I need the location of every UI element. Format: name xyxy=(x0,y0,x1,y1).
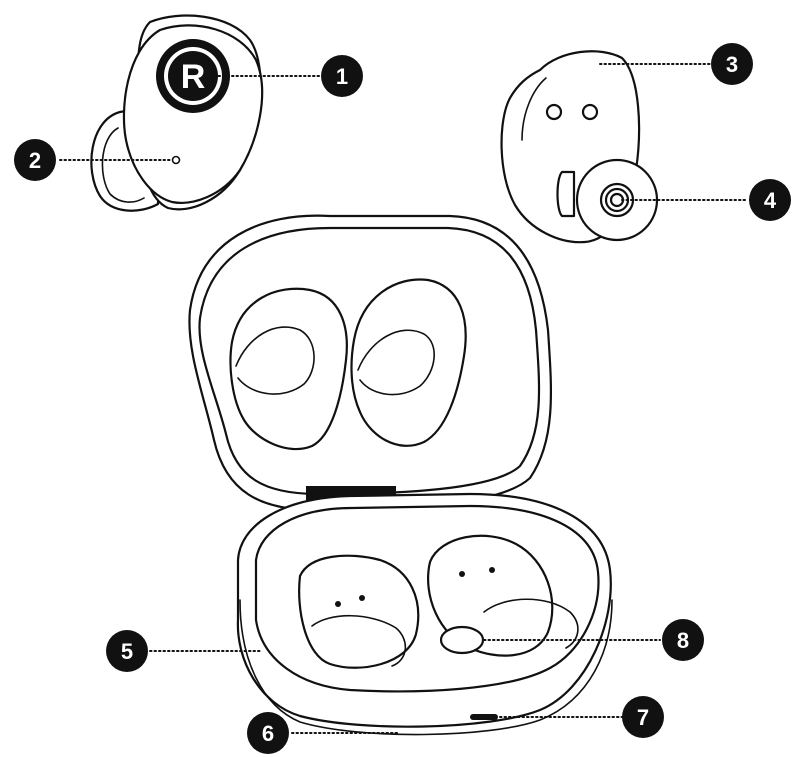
callout-1: 1 xyxy=(321,55,363,97)
callout-2-number: 2 xyxy=(29,148,41,173)
callout-7-number: 7 xyxy=(637,705,649,730)
callout-4: 4 xyxy=(749,179,791,221)
callout-5-number: 5 xyxy=(121,639,133,664)
callout-3: 3 xyxy=(711,43,753,85)
callout-6: 6 xyxy=(247,712,289,754)
callout-3-number: 3 xyxy=(726,52,738,77)
led-indicator xyxy=(470,714,498,720)
logo-letter: R xyxy=(181,58,206,96)
callout-2: 2 xyxy=(14,139,56,181)
left-earbud: R xyxy=(91,16,262,211)
callout-4-number: 4 xyxy=(764,188,777,213)
callout-8-number: 8 xyxy=(677,628,689,653)
callout-5: 5 xyxy=(106,630,148,672)
case-button xyxy=(441,627,483,653)
callout-6-number: 6 xyxy=(262,721,274,746)
callout-1-number: 1 xyxy=(336,64,348,89)
callout-8: 8 xyxy=(662,619,704,661)
charging-case xyxy=(189,216,612,735)
callout-7: 7 xyxy=(622,696,664,738)
microphone-hole xyxy=(173,157,180,164)
right-earbud xyxy=(502,51,657,242)
